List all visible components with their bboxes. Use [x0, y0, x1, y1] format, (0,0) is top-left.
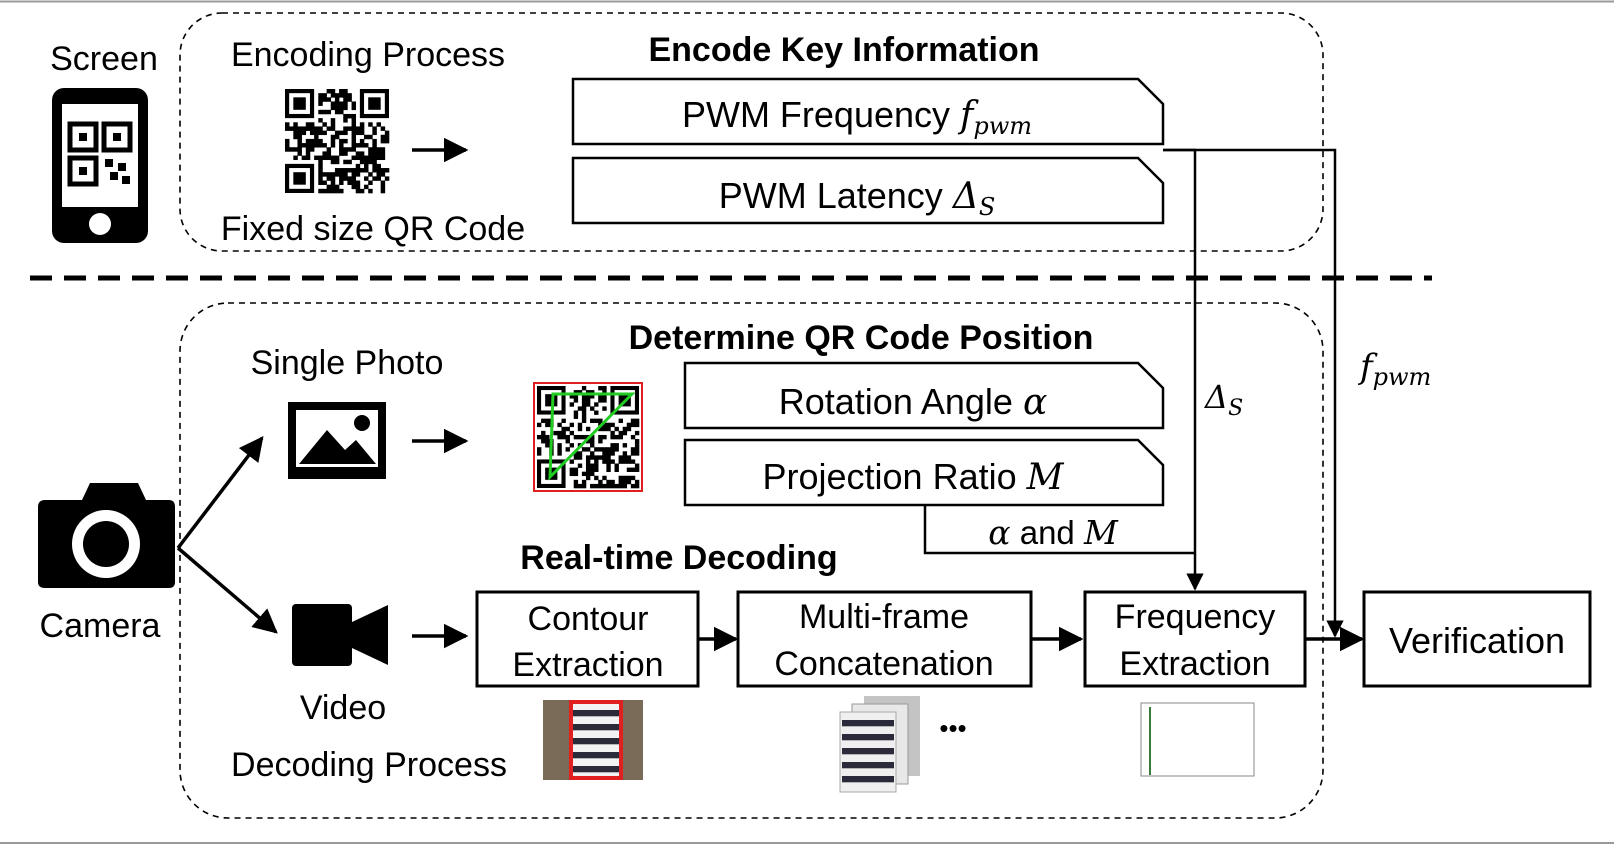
multiframe-line-2: Concatenation	[774, 645, 993, 683]
camera-label: Camera	[40, 607, 161, 645]
screen-label: Screen	[50, 40, 158, 78]
rotation-angle-box	[683, 361, 1165, 430]
contour-extraction-box	[475, 590, 700, 688]
contour-line-1: Contour	[528, 600, 649, 638]
alpha-m-connector	[923, 505, 1195, 555]
frequency-spectrum-thumbnail	[1140, 702, 1255, 777]
pwm-latency-box	[571, 156, 1165, 225]
video-camera-icon	[292, 604, 388, 666]
detected-qr-image	[533, 382, 643, 492]
f-pwm-edge-label: fpwm	[1357, 347, 1431, 391]
phone-icon	[52, 88, 148, 243]
fixed-size-qr-caption: Fixed size QR Code	[221, 210, 525, 248]
qr-code-icon	[284, 89, 390, 194]
frequency-line-1: Frequency	[1115, 598, 1276, 636]
pwm-frequency-label: PWM Frequency fpwm	[682, 94, 1032, 140]
camera-icon	[38, 483, 175, 588]
determine-position-title: Determine QR Code Position	[629, 319, 1094, 357]
camera-to-photo-arrow	[176, 436, 264, 550]
frequency-extraction-box	[1083, 590, 1307, 688]
verification-label: Verification	[1389, 620, 1565, 661]
camera-to-video-arrow	[176, 546, 278, 634]
pwm-frequency-box	[571, 77, 1165, 146]
decoding-process-label: Decoding Process	[231, 746, 507, 784]
pwm-latency-label: PWM Latency ΔS	[719, 175, 996, 221]
projection-ratio-box	[683, 438, 1165, 507]
delta-s-edge-label: ΔS	[1203, 378, 1243, 421]
ellipsis: •••	[939, 713, 966, 743]
contour-line-2: Extraction	[512, 646, 663, 684]
verification-box	[1362, 590, 1592, 688]
video-label: Video	[300, 689, 386, 727]
multiframe-line-1: Multi-frame	[799, 598, 969, 636]
contour-thumbnail	[543, 700, 643, 780]
decoding-process-region	[179, 302, 1324, 819]
detection-triangle	[548, 392, 636, 481]
encoding-process-region	[179, 12, 1324, 252]
delta-s-connector	[1163, 148, 1204, 591]
realtime-decoding-title: Real-time Decoding	[520, 539, 837, 577]
encode-key-info-title: Encode Key Information	[648, 31, 1039, 69]
alpha-and-m-label: α and M	[988, 513, 1119, 552]
f-pwm-connector	[1163, 148, 1344, 638]
multiframe-concatenation-box	[736, 590, 1033, 688]
frequency-line-2: Extraction	[1119, 645, 1270, 683]
encoding-process-label: Encoding Process	[231, 36, 505, 74]
projection-ratio-label: Projection Ratio M	[762, 456, 1064, 498]
single-photo-label: Single Photo	[251, 344, 444, 382]
frame-stack-thumbnail	[839, 696, 920, 793]
rotation-angle-label: Rotation Angle α	[779, 381, 1048, 423]
image-icon	[288, 402, 386, 479]
